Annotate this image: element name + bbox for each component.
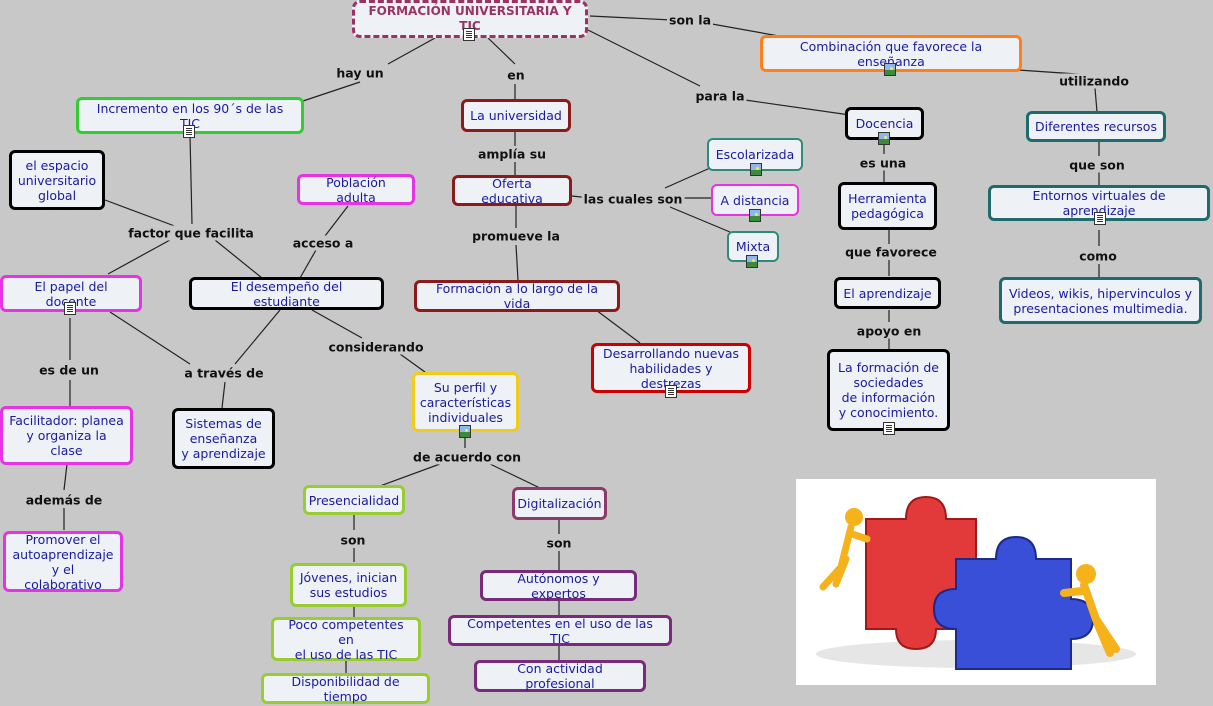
link-label: como bbox=[1077, 248, 1119, 264]
node-perfil[interactable]: Su perfil y características individuales bbox=[412, 372, 519, 432]
node-mixta-text: Mixta bbox=[735, 239, 771, 254]
node-jovenes-text: Jóvenes, inician sus estudios bbox=[299, 570, 398, 600]
node-sociedades-text: La formación de sociedades de informació… bbox=[838, 360, 939, 420]
node-autonomos-text: Autónomos y expertos bbox=[517, 570, 600, 601]
node-disponibilidad[interactable]: Disponibilidad de tiempo bbox=[261, 673, 430, 704]
doc-icon[interactable] bbox=[463, 28, 475, 41]
node-espacio[interactable]: el espacio universitario global bbox=[9, 150, 105, 210]
doc-icon[interactable] bbox=[1094, 212, 1106, 225]
link-label: hay un bbox=[334, 65, 386, 81]
node-promover[interactable]: Promover el autoaprendizaje y el colabor… bbox=[3, 531, 123, 592]
node-perfil-text: Su perfil y características individuales bbox=[419, 379, 512, 425]
node-videos[interactable]: Videos, wikis, hipervinculos y presentac… bbox=[999, 277, 1202, 324]
node-papel-text: El papel del docente bbox=[34, 278, 108, 309]
node-disponibilidad-text: Disponibilidad de tiempo bbox=[291, 673, 400, 704]
image-icon[interactable] bbox=[750, 163, 762, 176]
node-docencia[interactable]: Docencia bbox=[845, 107, 924, 140]
link-label: que son bbox=[1067, 157, 1127, 173]
node-herramienta-text: Herramienta pedagógica bbox=[848, 191, 927, 221]
node-sociedades[interactable]: La formación de sociedades de informació… bbox=[827, 349, 950, 431]
node-poblacion[interactable]: Población adulta bbox=[297, 174, 415, 205]
node-desempeno-text: El desempeño del estudiante bbox=[230, 278, 343, 309]
link-label: es una bbox=[857, 155, 909, 171]
node-autonomos[interactable]: Autónomos y expertos bbox=[480, 570, 637, 601]
node-herramienta[interactable]: Herramienta pedagógica bbox=[838, 182, 937, 230]
link-label: que favorece bbox=[843, 244, 939, 260]
node-sistemas-text: Sistemas de enseñanza y aprendizaje bbox=[181, 416, 266, 461]
link-label: amplía su bbox=[475, 146, 549, 162]
node-poco-text: Poco competentes en el uso de las TIC bbox=[288, 616, 404, 662]
link-label: de acuerdo con bbox=[411, 449, 523, 465]
doc-icon[interactable] bbox=[64, 302, 76, 315]
node-oferta[interactable]: Oferta educativa bbox=[452, 175, 572, 206]
link-label: las cuales son bbox=[581, 191, 685, 207]
node-espacio-text: el espacio universitario global bbox=[17, 157, 97, 203]
node-facilitador-text: Facilitador: planea y organiza la clase bbox=[9, 413, 124, 458]
node-videos-text: Videos, wikis, hipervinculos y presentac… bbox=[1008, 285, 1193, 316]
node-poblacion-text: Población adulta bbox=[326, 174, 386, 205]
node-escolarizada[interactable]: Escolarizada bbox=[707, 138, 803, 171]
node-presencialidad[interactable]: Presencialidad bbox=[303, 485, 405, 515]
node-recursos-text: Diferentes recursos bbox=[1035, 119, 1157, 134]
node-promover-text: Promover el autoaprendizaje y el colabor… bbox=[12, 531, 114, 592]
link-label: son bbox=[544, 535, 574, 551]
node-digitalizacion-text: Digitalización bbox=[517, 496, 602, 511]
node-desempeno[interactable]: El desempeño del estudiante bbox=[189, 277, 384, 310]
node-competentes-text: Competentes en el uso de las TIC bbox=[467, 615, 653, 646]
link-label: es de un bbox=[37, 362, 101, 378]
link-label: factor que facilita bbox=[126, 225, 256, 241]
node-presencialidad-text: Presencialidad bbox=[308, 492, 400, 508]
link-label: utilizando bbox=[1057, 73, 1131, 89]
node-oferta-text: Oferta educativa bbox=[481, 175, 543, 206]
node-docencia-text: Docencia bbox=[855, 116, 914, 131]
link-label: promueve la bbox=[470, 228, 562, 244]
node-combinacion[interactable]: Combinación que favorece la enseñanza bbox=[760, 35, 1022, 72]
doc-icon[interactable] bbox=[183, 125, 195, 138]
node-formacion-vida[interactable]: Formación a lo largo de la vida bbox=[414, 280, 620, 312]
node-jovenes[interactable]: Jóvenes, inician sus estudios bbox=[290, 563, 407, 607]
link-label: para la bbox=[693, 88, 747, 104]
image-icon[interactable] bbox=[459, 425, 471, 438]
node-incremento-text: Incremento en los 90´s de las TIC bbox=[96, 100, 284, 131]
link-label: considerando bbox=[326, 339, 426, 355]
node-entornos-text: Entornos virtuales de aprendizaje bbox=[1032, 188, 1166, 218]
link-label: además de bbox=[23, 492, 105, 508]
node-formacion-vida-text: Formación a lo largo de la vida bbox=[435, 281, 599, 311]
node-aprendizaje-text: El aprendizaje bbox=[843, 285, 932, 301]
node-combinacion-text: Combinación que favorece la enseñanza bbox=[799, 38, 983, 69]
puzzle-illustration bbox=[796, 479, 1156, 685]
link-label: son la bbox=[667, 12, 713, 28]
node-digitalizacion[interactable]: Digitalización bbox=[512, 487, 607, 520]
node-actividad[interactable]: Con actividad profesional bbox=[474, 660, 646, 692]
node-recursos[interactable]: Diferentes recursos bbox=[1026, 111, 1166, 142]
node-poco[interactable]: Poco competentes en el uso de las TIC bbox=[271, 616, 421, 662]
node-distancia-text: A distancia bbox=[720, 192, 790, 208]
link-label: a través de bbox=[182, 365, 266, 381]
image-icon[interactable] bbox=[878, 132, 890, 145]
node-competentes[interactable]: Competentes en el uso de las TIC bbox=[448, 615, 672, 646]
image-icon[interactable] bbox=[749, 209, 761, 222]
node-desarrollando-text: Desarrollando nuevas habilidades y destr… bbox=[602, 345, 740, 391]
node-escolarizada-text: Escolarizada bbox=[715, 147, 795, 162]
node-aprendizaje[interactable]: El aprendizaje bbox=[834, 277, 941, 309]
node-facilitador[interactable]: Facilitador: planea y organiza la clase bbox=[0, 406, 133, 465]
link-label: en bbox=[505, 67, 527, 83]
link-label: acceso a bbox=[290, 235, 356, 251]
node-universidad[interactable]: La universidad bbox=[461, 99, 571, 132]
link-label: son bbox=[338, 532, 368, 548]
link-label: apoyo en bbox=[854, 323, 924, 339]
doc-icon[interactable] bbox=[665, 385, 677, 398]
image-icon[interactable] bbox=[884, 63, 896, 76]
node-actividad-text: Con actividad profesional bbox=[517, 661, 603, 691]
image-icon[interactable] bbox=[746, 255, 758, 268]
doc-icon[interactable] bbox=[883, 422, 895, 435]
node-universidad-text: La universidad bbox=[470, 108, 562, 123]
node-sistemas[interactable]: Sistemas de enseñanza y aprendizaje bbox=[172, 408, 275, 469]
